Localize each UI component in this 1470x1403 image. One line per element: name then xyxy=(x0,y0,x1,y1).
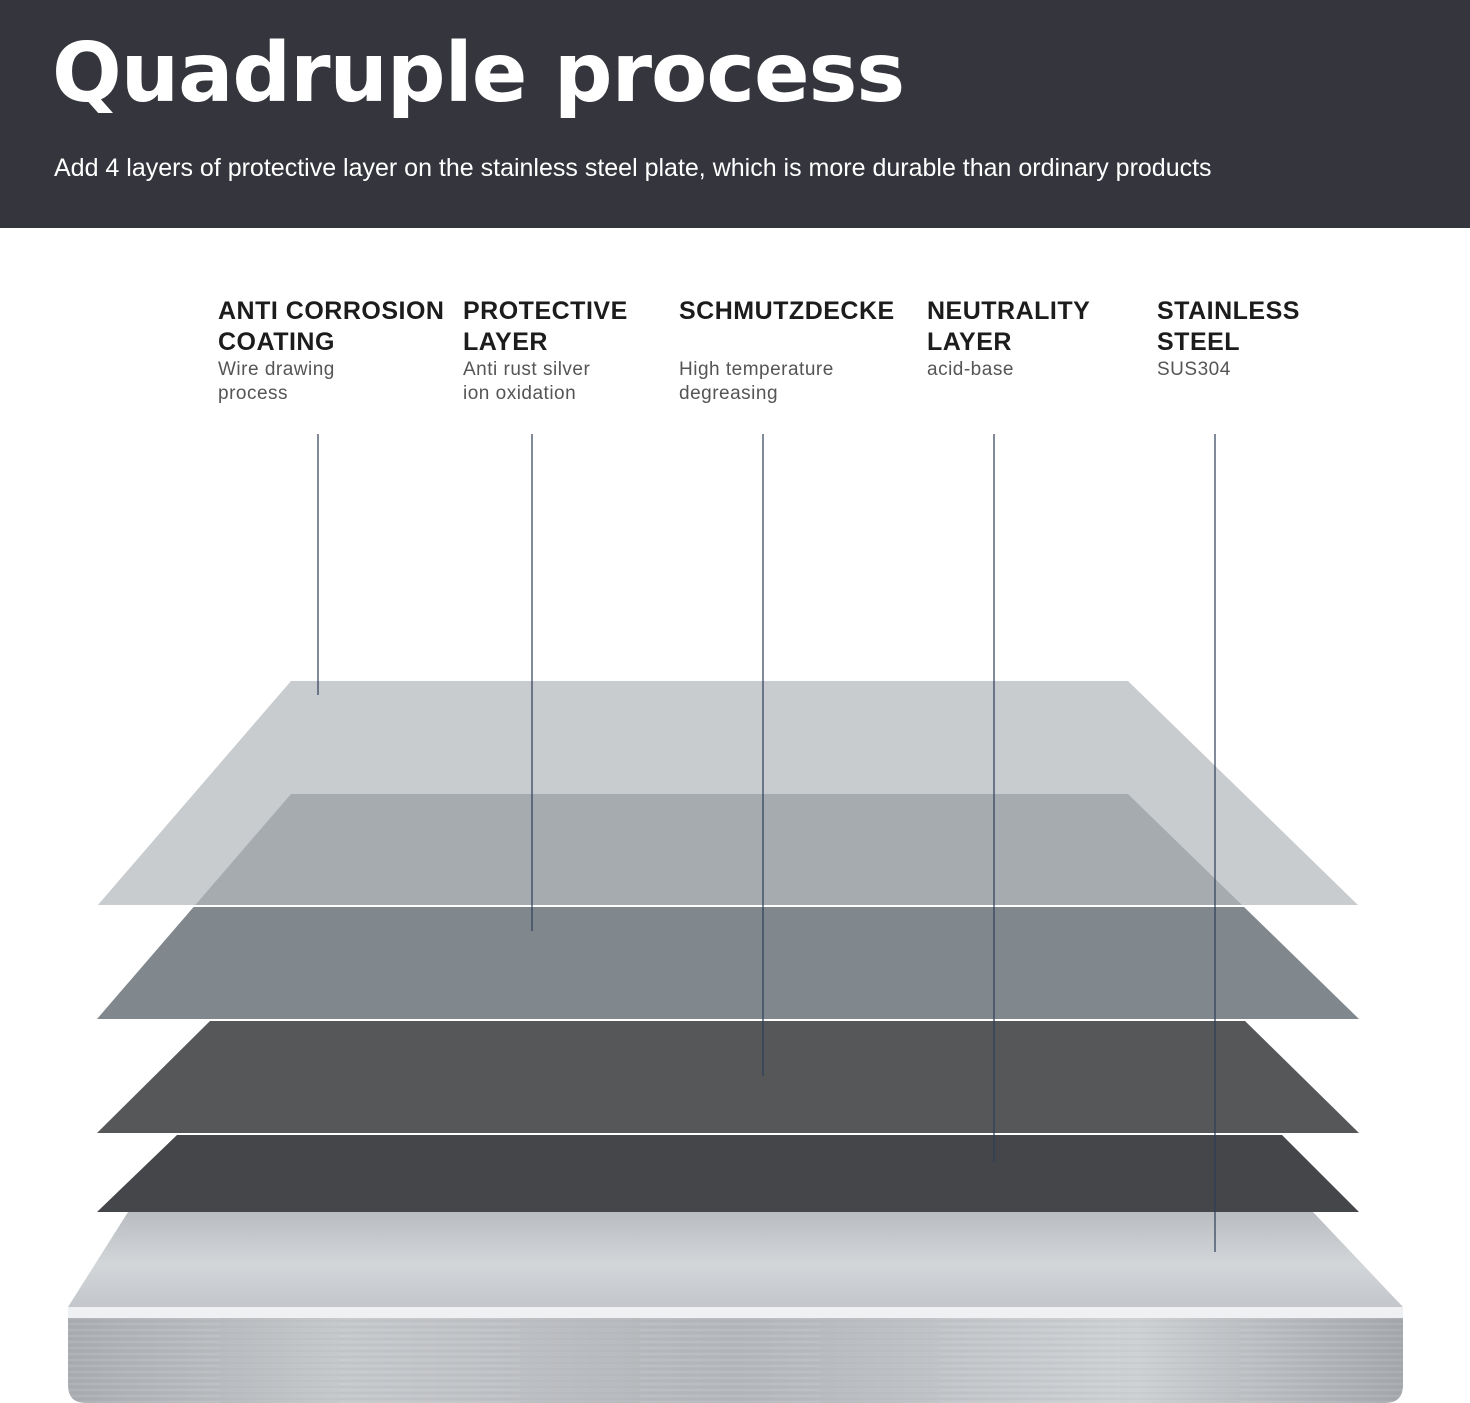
label-title: SCHMUTZDECKE xyxy=(679,297,895,325)
neutrality-layer-sheet xyxy=(97,1135,1359,1212)
page-title: Quadruple process xyxy=(52,26,905,121)
label-title: PROTECTIVE LAYER xyxy=(463,297,628,356)
page-subtitle: Add 4 layers of protective layer on the … xyxy=(54,154,1212,182)
stainless-steel-plate-top xyxy=(68,1212,1403,1307)
label-title: ANTI CORROSION COATING xyxy=(218,297,445,356)
label-protective-layer: PROTECTIVE LAYER Anti rust silver ion ox… xyxy=(463,296,628,406)
stainless-steel-plate-edge-highlight xyxy=(68,1307,1403,1318)
label-description: Anti rust silver ion oxidation xyxy=(463,359,591,404)
label-title: NEUTRALITY LAYER xyxy=(927,297,1091,356)
label-schmutzdecke: SCHMUTZDECKE High temperature degreasing xyxy=(679,296,895,406)
stainless-steel-plate-brushed-texture xyxy=(68,1318,1403,1403)
label-neutrality-layer: NEUTRALITY LAYER acid-base xyxy=(927,296,1090,382)
label-anti-corrosion-coating: ANTI CORROSION COATING Wire drawing proc… xyxy=(218,296,444,406)
header-banner: Quadruple process Add 4 layers of protec… xyxy=(0,0,1470,228)
schmutzdecke-sheet xyxy=(97,1021,1359,1133)
label-description: acid-base xyxy=(927,359,1014,380)
label-description: SUS304 xyxy=(1157,359,1231,380)
label-description: Wire drawing process xyxy=(218,359,335,404)
label-title: STAINLESS STEEL xyxy=(1157,297,1300,356)
anti-corrosion-coating-sheet xyxy=(97,681,1359,906)
label-description: High temperature degreasing xyxy=(679,359,834,404)
label-stainless-steel: STAINLESS STEEL SUS304 xyxy=(1157,296,1300,382)
